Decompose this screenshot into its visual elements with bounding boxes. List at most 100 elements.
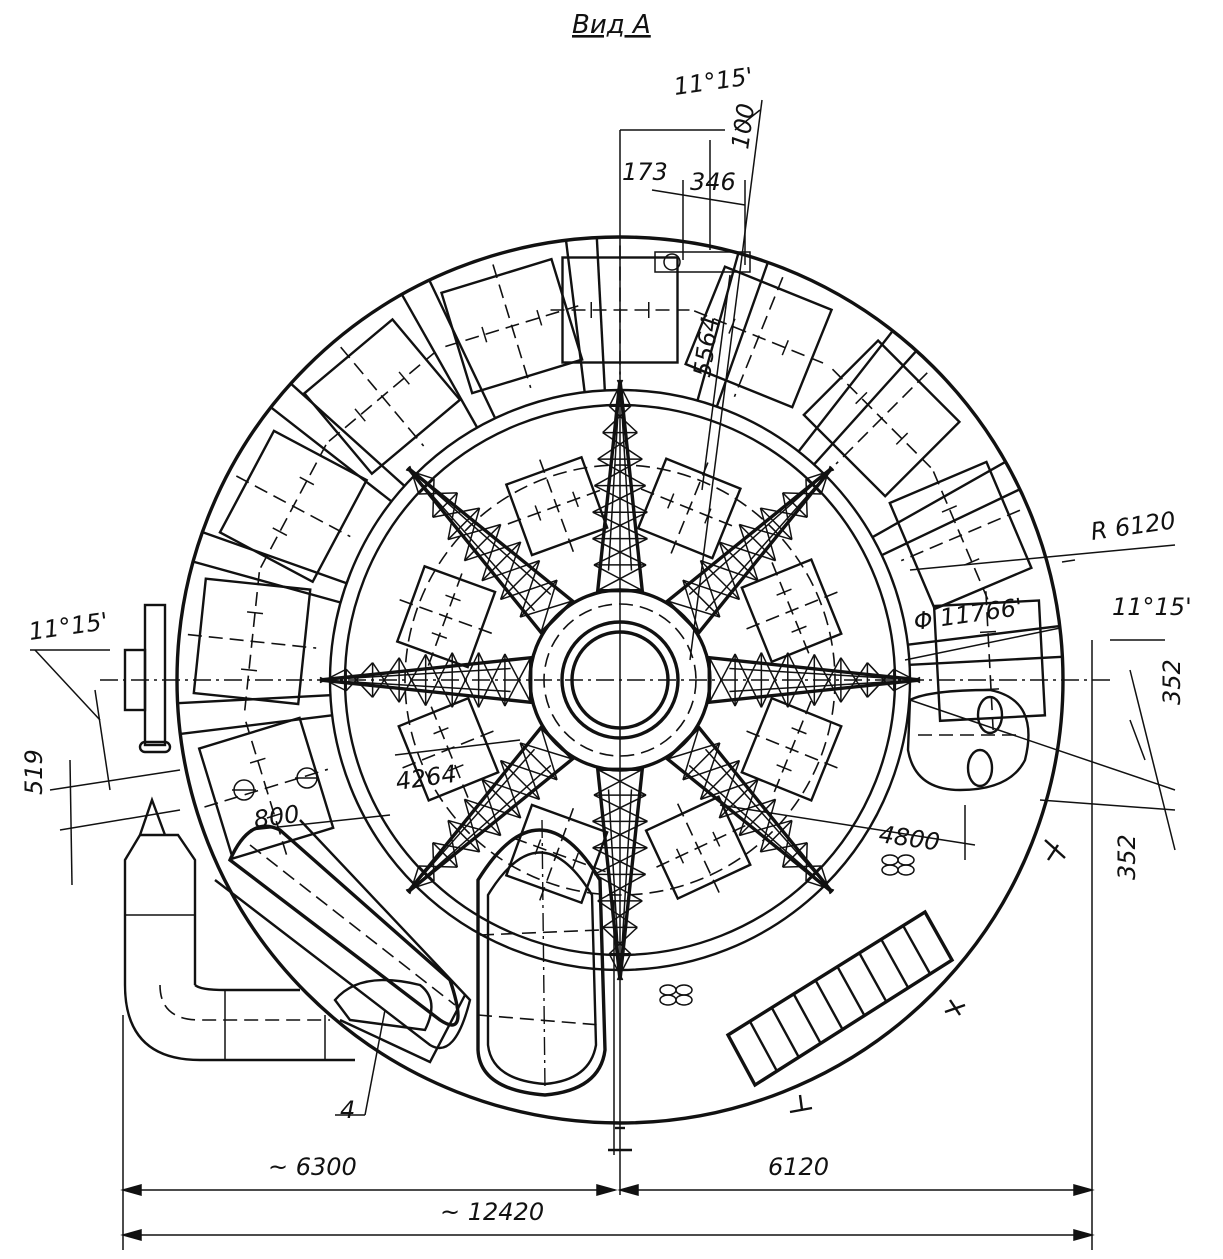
truss-strut <box>540 726 574 760</box>
outer-panel <box>888 460 1033 611</box>
truss-brace <box>597 458 646 487</box>
dim-352-upper-label: 352 <box>1158 659 1186 705</box>
width-right-label: 6120 <box>768 1153 829 1181</box>
truss-brace <box>813 657 842 706</box>
outer-panel <box>187 572 317 711</box>
dim-346-label: 346 <box>690 168 736 196</box>
truss-brace <box>447 492 459 540</box>
outer-panels <box>187 245 1054 861</box>
truss-brace <box>602 900 643 929</box>
truss-strut <box>500 759 541 800</box>
truss-brace <box>602 405 632 434</box>
truss-brace <box>718 541 741 600</box>
panel-divider <box>696 252 740 401</box>
truss-brace <box>682 726 700 781</box>
grate-bar <box>748 1020 778 1072</box>
truss-brace <box>481 524 502 581</box>
right-cabinet <box>906 688 1030 792</box>
truss-brace <box>447 819 501 837</box>
truss-strut <box>540 600 574 634</box>
truss-brace <box>425 652 453 706</box>
truss-chord <box>407 748 552 893</box>
truss-strut <box>418 865 435 882</box>
truss-strut <box>432 842 458 868</box>
truss-brace <box>781 492 793 540</box>
truss-strut <box>682 742 721 781</box>
truss-strut <box>666 726 700 760</box>
truss-brace <box>596 564 647 592</box>
truss-brace <box>597 873 646 902</box>
truss-brace <box>463 507 481 561</box>
truss-brace <box>481 559 540 582</box>
truss-brace <box>759 507 777 561</box>
panel-divider <box>270 406 393 503</box>
truss-brace <box>447 523 501 541</box>
truss-strut <box>699 759 740 800</box>
truss-strut <box>759 819 793 853</box>
truss-brace <box>782 865 822 868</box>
truss-brace <box>540 726 558 781</box>
truss-brace <box>840 657 869 698</box>
truss-brace <box>738 779 759 836</box>
truss-strut <box>805 478 822 495</box>
truss-brace <box>405 469 435 480</box>
truss-brace <box>499 760 522 819</box>
outer-panel <box>218 429 369 584</box>
dim-100-label: 100 <box>726 102 760 151</box>
truss-brace <box>699 560 721 618</box>
truss-brace <box>738 524 759 581</box>
truss-brace <box>432 841 480 853</box>
truss-brace <box>418 492 458 495</box>
truss-strut <box>718 541 759 582</box>
truss-brace <box>432 842 435 882</box>
dim-4800-label: 4800 <box>877 820 941 856</box>
panel-divider <box>192 560 341 604</box>
truss-brace <box>432 478 435 518</box>
truss-brace <box>682 579 700 634</box>
truss-brace <box>781 820 793 868</box>
truss-strut <box>418 478 435 495</box>
truss-brace <box>719 541 776 562</box>
angle-left-label: 11°15' <box>27 607 110 646</box>
truss-brace <box>504 656 532 707</box>
grate-bar <box>880 938 910 989</box>
truss-brace <box>594 458 643 487</box>
truss-brace <box>418 865 458 868</box>
truss-strut <box>500 560 541 601</box>
radius-label: R 6120 <box>1089 506 1177 546</box>
truss-brace <box>708 656 736 707</box>
callout-4-label: 4 <box>340 1096 355 1124</box>
truss-brace <box>371 657 400 698</box>
truss-brace <box>592 847 646 875</box>
truss-brace <box>805 842 808 882</box>
view-title: Вид А <box>572 10 651 40</box>
truss-strut <box>447 507 481 541</box>
truss-brace <box>760 507 808 519</box>
truss-brace <box>519 742 541 800</box>
inner-panel <box>395 564 497 669</box>
panel-divider <box>180 714 333 736</box>
truss-brace <box>805 880 835 891</box>
truss-brace <box>602 926 632 955</box>
inner-panel <box>644 795 752 901</box>
truss-strut <box>519 579 558 618</box>
truss-brace <box>608 405 638 434</box>
inner-panel <box>504 455 609 557</box>
panel-divider <box>813 349 918 466</box>
truss-strut <box>738 798 777 837</box>
truss-strut <box>682 579 721 618</box>
inclined-tube <box>214 819 472 1064</box>
truss-brace <box>345 662 374 692</box>
grate-bar <box>858 952 888 1003</box>
truss-strut <box>782 492 808 518</box>
truss-chord <box>688 467 833 612</box>
truss-brace <box>540 579 558 634</box>
truss-brace <box>519 600 574 618</box>
truss-brace <box>820 465 831 495</box>
truss-brace <box>597 900 638 929</box>
truss-brace <box>463 799 481 853</box>
duct-assembly <box>123 603 355 1062</box>
inner-panel <box>740 558 843 664</box>
panel-divider <box>595 237 607 391</box>
